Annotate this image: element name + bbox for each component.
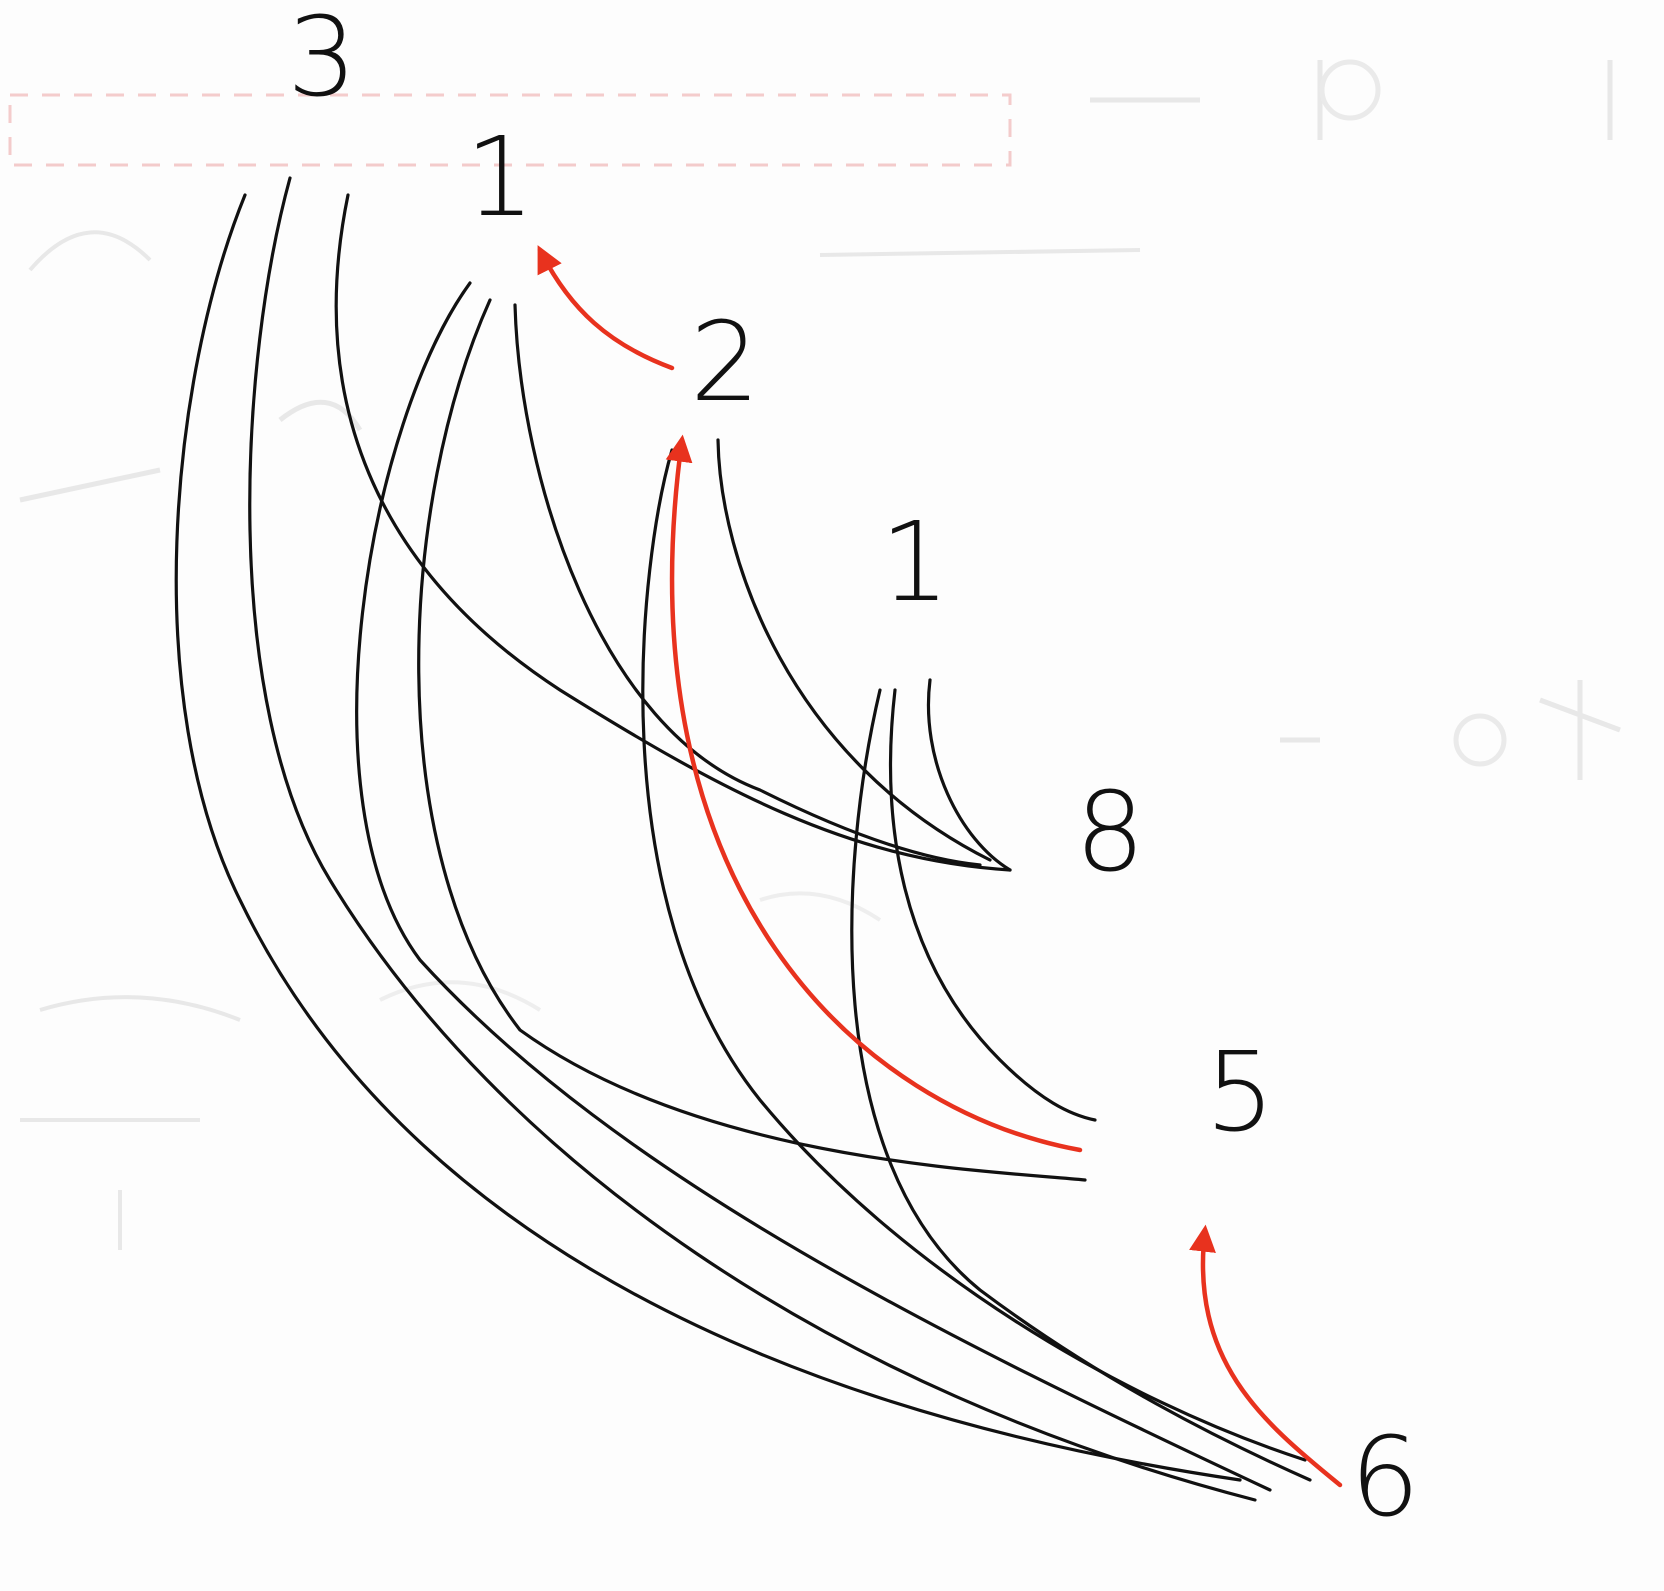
edge-n3-to-n8 xyxy=(334,193,1012,872)
edges-layer xyxy=(174,176,1343,1502)
edge-n1b-to-n8 xyxy=(926,678,1012,872)
edge-n3-to-n6 xyxy=(174,193,1242,1482)
highlighted-edge-n6-to-n5 xyxy=(1189,1224,1343,1488)
bleed-through-mark xyxy=(19,399,363,503)
bleed-through-mark xyxy=(20,995,241,1250)
highlighted-edge-n2-to-n1a xyxy=(537,245,675,371)
bleed-through-mark xyxy=(28,230,1141,272)
bleed-through-mark xyxy=(1280,680,1621,780)
bleed-through-mark xyxy=(1090,60,1613,140)
edge-n1a-to-n8 xyxy=(513,303,982,867)
node-label-n3: 3 xyxy=(287,0,357,121)
node-label-n2: 2 xyxy=(690,298,760,426)
bleed-through-mark xyxy=(1453,713,1507,767)
edge-n1b-to-n6 xyxy=(850,688,1312,1482)
bleed-through-mark xyxy=(379,891,882,1012)
edge-n2-to-n8 xyxy=(716,438,992,862)
node-label-n8: 8 xyxy=(1075,768,1145,896)
edge-n1b-to-n5 xyxy=(888,688,1097,1122)
edge-n1a-to-n5 xyxy=(417,298,1087,1182)
node-label-n1a: 1 xyxy=(465,113,535,241)
bleed-through-mark xyxy=(1319,59,1381,121)
bleed-through-mark xyxy=(8,93,1012,167)
node-label-n6: 6 xyxy=(1350,1413,1420,1541)
edge-n1a-to-n6 xyxy=(355,281,1272,1492)
node-label-n1b: 1 xyxy=(880,498,950,626)
bleed-through-background xyxy=(8,59,1621,1250)
edge-n3-to-n6 xyxy=(248,176,1257,1502)
highlighted-edge-n5-to-n2 xyxy=(665,434,1083,1153)
node-label-n5: 5 xyxy=(1205,1028,1275,1156)
